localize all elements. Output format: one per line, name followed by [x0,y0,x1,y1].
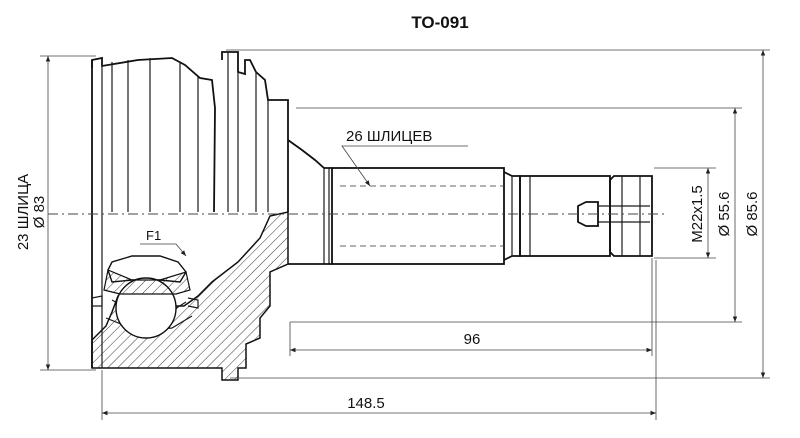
label-length-total: 148.5 [347,395,385,412]
label-diameter-abs: Ø 85.6 [744,191,761,236]
dimensions [40,49,770,420]
drawing-title: TO-091 [411,13,468,32]
joint-outline [91,51,653,368]
label-thread: M22x1.5 [689,185,706,243]
label-f1: F1 [146,228,161,243]
label-length-shaft: 96 [464,331,481,348]
label-diameter-bell: Ø 83 [31,196,48,229]
label-splines-outer: 26 ШЛИЦЕВ [346,128,432,145]
section-view [91,211,289,381]
label-splines-inner: 23 ШЛИЦА [15,174,32,250]
label-diameter-seal: Ø 55.6 [716,191,733,236]
